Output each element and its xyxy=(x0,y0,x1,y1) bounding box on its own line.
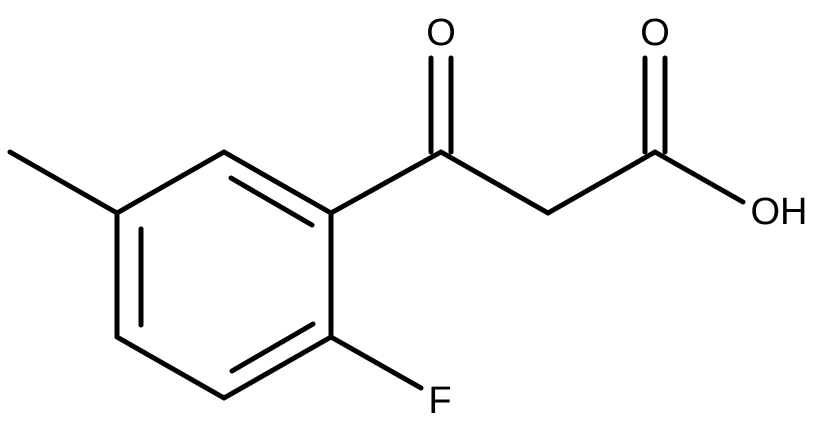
ring-bond-5 xyxy=(114,334,227,401)
acid-oh-bond xyxy=(652,149,746,205)
ketone-ch2-bond xyxy=(438,149,551,216)
ring-bond-4 xyxy=(221,334,334,401)
ring-bond-2 xyxy=(221,149,334,216)
ring-bond-2-inner xyxy=(228,175,315,228)
fluorine-bond xyxy=(328,334,424,391)
aryl-carbonyl-bond xyxy=(328,149,444,216)
carbonyl-oxygen-label: O xyxy=(426,12,456,54)
hydroxyl-label: OH xyxy=(751,191,808,233)
ring-bond-4-inner xyxy=(229,321,316,374)
acid-oxygen-label: O xyxy=(640,12,670,54)
fluorine-label: F xyxy=(428,380,451,422)
ring-bond-1 xyxy=(114,149,227,216)
methyl-bond xyxy=(7,149,120,216)
ch2-acid-bond xyxy=(545,149,658,216)
